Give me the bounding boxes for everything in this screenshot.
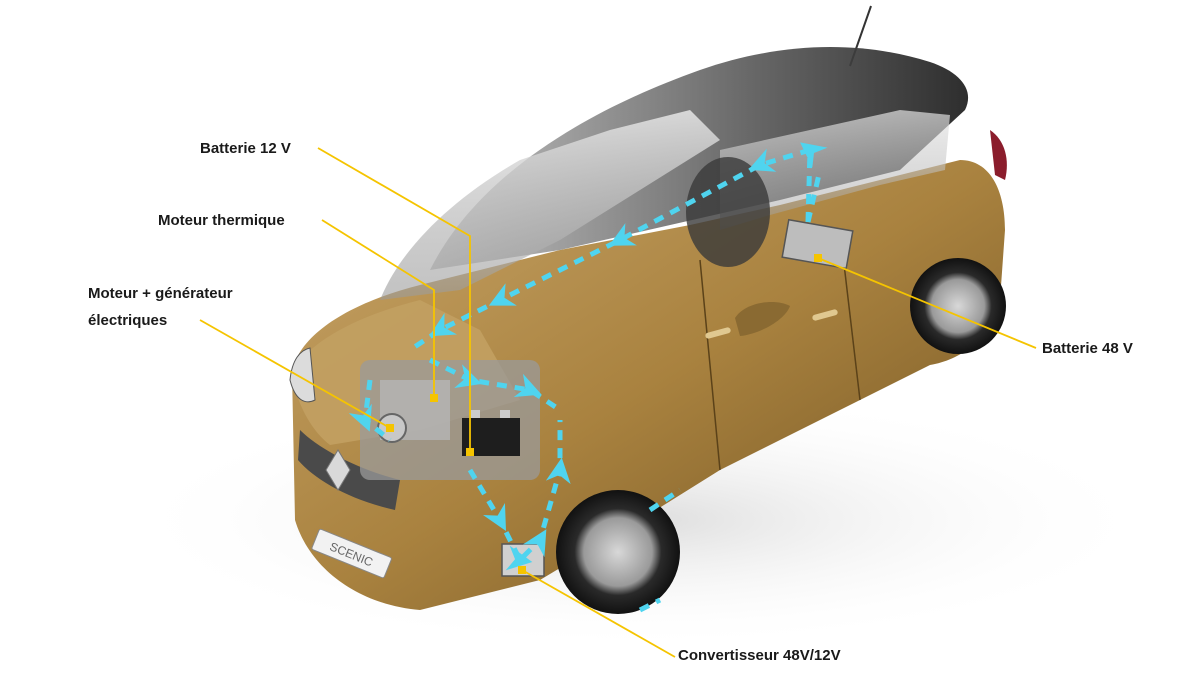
callout-line-motor-generator: [199, 319, 391, 429]
callout-line-battery-12v: [317, 147, 471, 452]
callout-line-thermal-engine: [321, 219, 435, 398]
callout-lines: [199, 147, 1037, 658]
label-thermal-engine: Moteur thermique: [158, 212, 285, 229]
rear-wheel: [910, 258, 1006, 354]
front-wheel: [556, 490, 680, 614]
label-motor-generator-line1: Moteur + générateur: [88, 285, 233, 302]
energy-flow-arrows: [348, 142, 828, 613]
label-converter: Convertisseur 48V/12V: [678, 647, 841, 664]
callout-line-battery-48v: [817, 257, 1037, 349]
callout-line-converter: [521, 569, 676, 658]
callout-dots: [386, 254, 822, 574]
label-motor-generator-line2: électriques: [88, 312, 168, 329]
spare-wheel: [686, 157, 770, 267]
label-battery-48v: Batterie 48 V: [1042, 340, 1133, 357]
label-battery-12v: Batterie 12 V: [200, 140, 291, 157]
logo: [325, 449, 351, 491]
